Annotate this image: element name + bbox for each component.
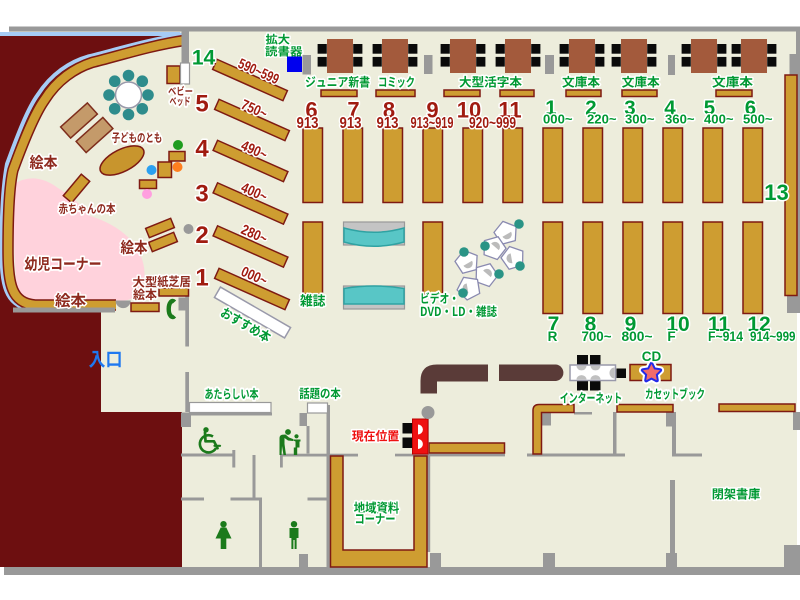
svg-text:11: 11 (498, 98, 521, 123)
svg-text:7: 7 (548, 313, 560, 336)
svg-text:913~919: 913~919 (411, 115, 454, 132)
svg-text:913: 913 (377, 115, 399, 132)
svg-text:9: 9 (426, 98, 438, 123)
svg-text:3: 3 (195, 181, 208, 208)
svg-text:920~999: 920~999 (469, 115, 516, 132)
svg-text:10: 10 (666, 313, 689, 336)
svg-text:5: 5 (195, 91, 208, 118)
svg-text:8: 8 (383, 98, 395, 123)
svg-text:220~: 220~ (587, 113, 617, 127)
svg-text:300~: 300~ (625, 113, 655, 127)
svg-text:5: 5 (704, 97, 715, 120)
svg-text:6: 6 (305, 98, 317, 123)
svg-text:500~: 500~ (743, 113, 773, 127)
svg-text:2: 2 (195, 222, 208, 249)
svg-text:400~: 400~ (704, 113, 734, 127)
svg-text:8: 8 (585, 313, 597, 336)
svg-text:000~: 000~ (543, 113, 573, 127)
svg-text:913: 913 (297, 115, 319, 132)
svg-text:R: R (548, 329, 558, 344)
svg-text:11: 11 (708, 313, 731, 336)
svg-text:F~914: F~914 (708, 329, 743, 344)
svg-text:14: 14 (192, 47, 216, 70)
svg-text:360~: 360~ (665, 113, 695, 127)
svg-text:7: 7 (347, 98, 359, 123)
svg-text:13: 13 (764, 180, 788, 205)
svg-text:1: 1 (545, 97, 556, 120)
svg-text:1: 1 (195, 265, 208, 292)
svg-text:3: 3 (624, 97, 635, 120)
svg-text:2: 2 (585, 97, 596, 120)
svg-text:10: 10 (457, 98, 481, 123)
svg-text:913: 913 (340, 115, 362, 132)
svg-text:F: F (667, 329, 675, 344)
svg-text:CD: CD (642, 349, 662, 364)
svg-text:700~: 700~ (582, 329, 612, 344)
svg-text:9: 9 (625, 313, 637, 336)
svg-text:6: 6 (745, 97, 756, 120)
svg-text:12: 12 (747, 313, 770, 336)
svg-text:800~: 800~ (622, 329, 653, 344)
svg-text:4: 4 (664, 97, 676, 120)
svg-text:914~999: 914~999 (750, 329, 796, 344)
svg-text:4: 4 (195, 136, 209, 163)
